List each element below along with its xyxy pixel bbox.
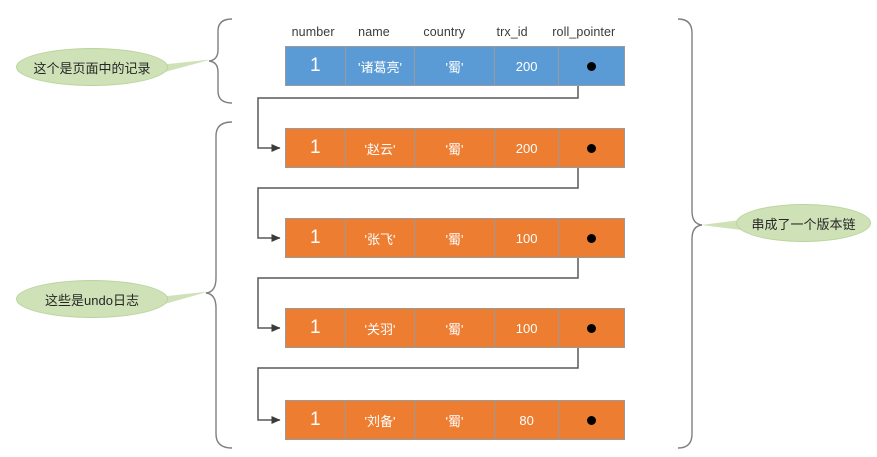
cell-name: '张飞' — [345, 219, 416, 257]
roll-pointer-dot-icon — [587, 143, 597, 153]
cell-roll-pointer — [559, 401, 625, 439]
roll-pointer-dot-icon — [587, 233, 597, 243]
cell-trx-id: 200 — [494, 47, 560, 85]
cell-name: '刘备' — [345, 401, 416, 439]
cell-name: '关羽' — [345, 309, 416, 347]
undo-record-row[interactable]: 1 '张飞' '蜀' 100 — [285, 218, 625, 258]
version-chain-callout-label: 串成了一个版本链 — [751, 216, 856, 232]
roll-pointer-dot-icon — [587, 61, 597, 71]
cell-name: '诸葛亮' — [345, 47, 416, 85]
cell-country: '蜀' — [415, 47, 495, 85]
page-record-callout[interactable]: 这个是页面中的记录 — [16, 48, 168, 86]
cell-country: '蜀' — [415, 219, 495, 257]
cell-roll-pointer — [559, 309, 625, 347]
cell-number: 1 — [286, 47, 346, 85]
column-header-country: country — [423, 25, 466, 39]
column-header-trx-id: trx_id — [496, 25, 528, 39]
cell-trx-id: 80 — [494, 401, 560, 439]
cell-country: '蜀' — [415, 129, 495, 167]
undo-log-bracket — [205, 121, 233, 449]
version-chain-callout[interactable]: 串成了一个版本链 — [736, 204, 871, 242]
page-record-bracket — [208, 18, 233, 104]
undo-log-callout[interactable]: 这些是undo日志 — [16, 280, 168, 318]
cell-country: '蜀' — [415, 309, 495, 347]
page-record-row[interactable]: 1 '诸葛亮' '蜀' 200 — [285, 46, 625, 86]
cell-number: 1 — [286, 401, 346, 439]
cell-roll-pointer — [559, 129, 625, 167]
page-record-callout-label: 这个是页面中的记录 — [33, 60, 151, 76]
cell-number: 1 — [286, 309, 346, 347]
column-headers: number name country trx_id roll_pointer — [285, 25, 625, 39]
cell-number: 1 — [286, 129, 346, 167]
column-header-number: number — [291, 25, 335, 39]
undo-record-row[interactable]: 1 '刘备' '蜀' 80 — [285, 400, 625, 440]
cell-roll-pointer — [559, 219, 625, 257]
version-chain-bracket — [677, 18, 703, 449]
cell-trx-id: 200 — [494, 129, 560, 167]
cell-country: '蜀' — [415, 401, 495, 439]
column-header-roll-pointer: roll_pointer — [552, 25, 616, 39]
undo-record-row[interactable]: 1 '赵云' '蜀' 200 — [285, 128, 625, 168]
cell-roll-pointer — [559, 47, 625, 85]
cell-name: '赵云' — [345, 129, 416, 167]
roll-pointer-dot-icon — [587, 323, 597, 333]
cell-number: 1 — [286, 219, 346, 257]
undo-log-callout-label: 这些是undo日志 — [45, 292, 139, 308]
cell-trx-id: 100 — [494, 309, 560, 347]
column-header-name: name — [358, 25, 390, 39]
roll-pointer-dot-icon — [587, 415, 597, 425]
cell-trx-id: 100 — [494, 219, 560, 257]
undo-record-row[interactable]: 1 '关羽' '蜀' 100 — [285, 308, 625, 348]
